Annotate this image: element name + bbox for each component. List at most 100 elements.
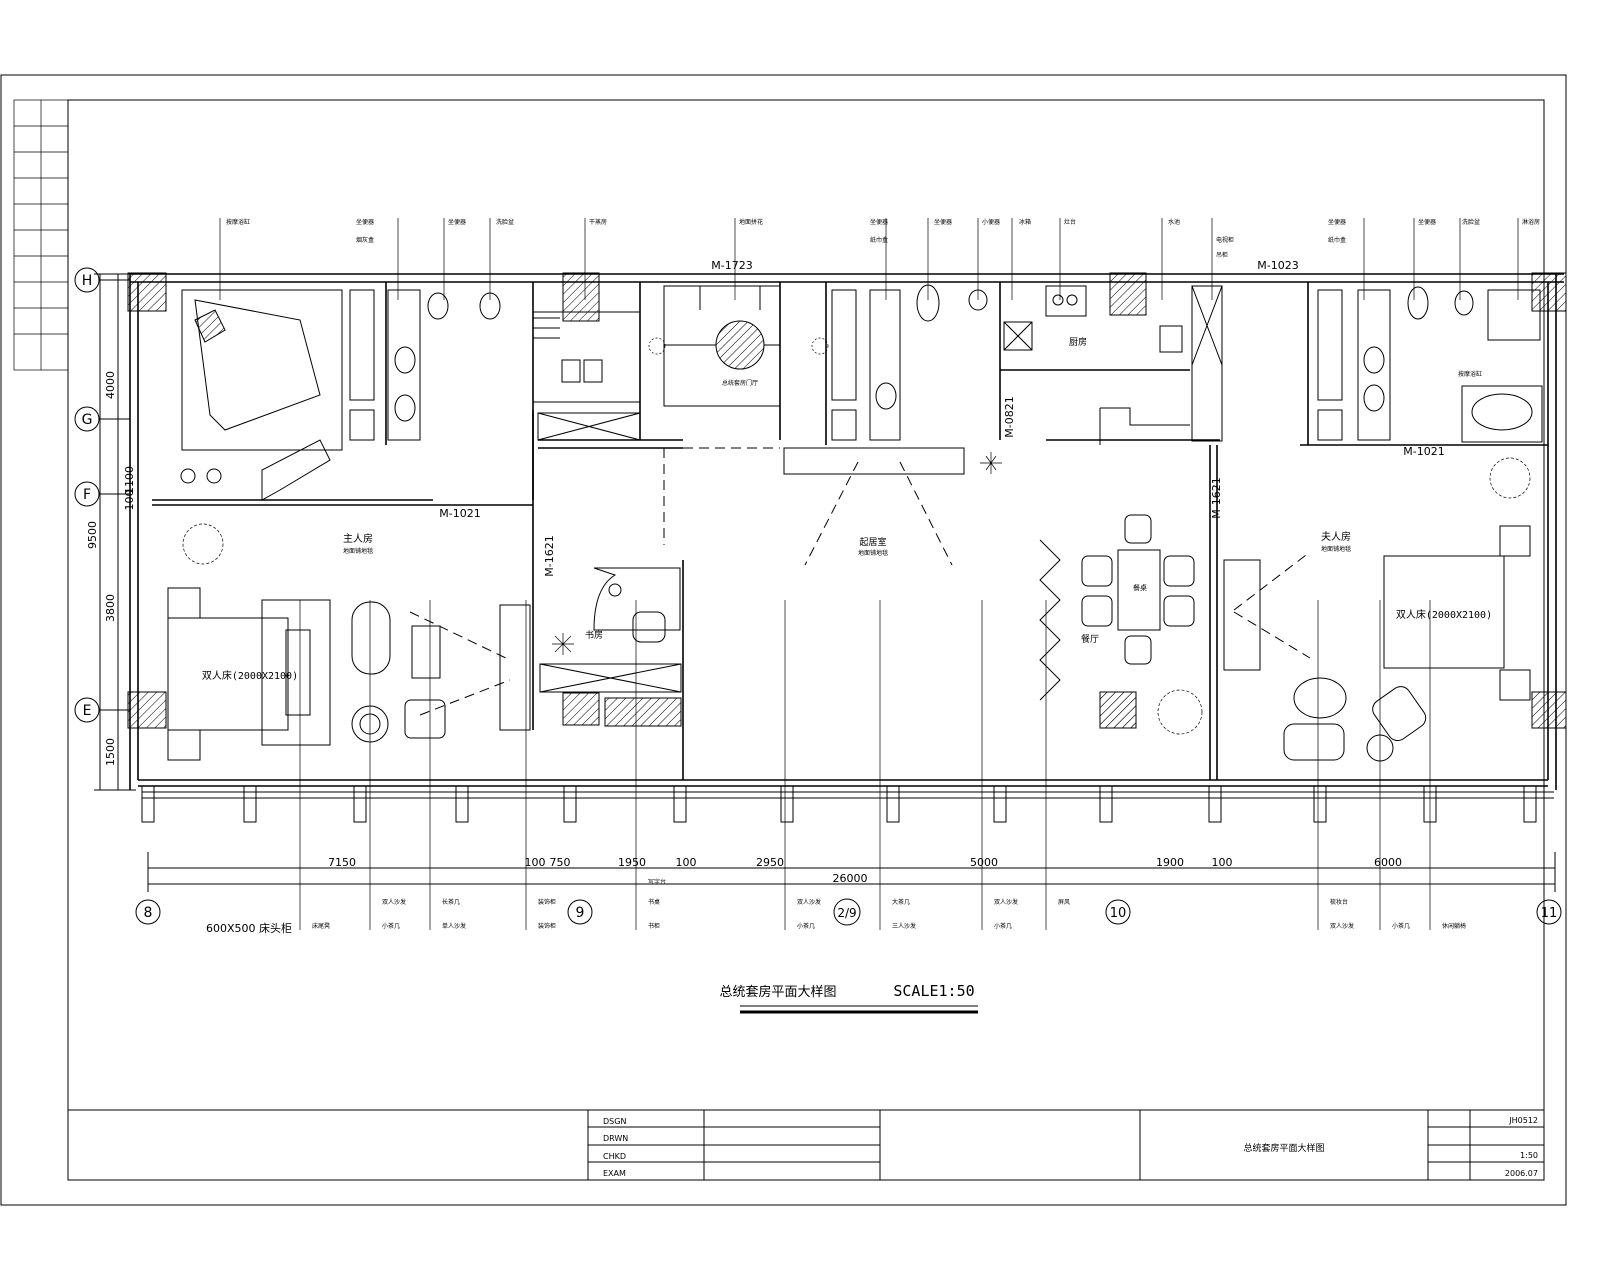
top-fixture-labels: 按摩浴缸坐便器洗脸盆干蒸房地面拼花坐便器小便器冰箱灶台水池坐便器洗脸盆淋浴房坐便… — [226, 218, 1540, 259]
dim-left: 9500 — [86, 521, 99, 549]
fixture-label: 纸巾盒 — [870, 236, 888, 244]
furniture-label: 小茶几 — [797, 922, 815, 930]
grid-row-label: E — [83, 703, 92, 719]
facade-fin — [780, 785, 794, 823]
fixture-label: 坐便器 — [356, 218, 374, 226]
fixture-label: 洗脸盆 — [496, 218, 514, 226]
facade-fin — [1523, 785, 1537, 823]
grid-col-label: 8 — [144, 905, 153, 921]
facade-fin — [1099, 785, 1113, 823]
dim-left: 3800 — [104, 594, 117, 622]
grid-col-9: 9 — [567, 899, 593, 925]
grid-col-label: 2/9 — [837, 906, 856, 920]
fixture-label: 小便器 — [982, 218, 1000, 226]
sight-lines — [409, 447, 1311, 716]
dim-left: 1100 — [123, 466, 136, 494]
grid-col-2-9: 2/9 — [833, 898, 861, 926]
structural-columns — [127, 272, 1567, 729]
facade-fin — [563, 785, 577, 823]
title-block-scale: 1:50 — [1520, 1151, 1538, 1160]
fixture-label: 冰箱 — [1019, 218, 1031, 226]
door-tag: M-1021 — [439, 507, 480, 520]
top-leader-lines — [219, 218, 1519, 300]
fixture-label: 坐便器 — [1328, 218, 1346, 226]
furniture-label: 小茶几 — [994, 922, 1012, 930]
facade-fin — [1208, 785, 1222, 823]
grid-col-10: 10 — [1105, 899, 1131, 925]
title-block-chkd: CHKD — [603, 1152, 626, 1161]
grid-row-h: H — [74, 267, 130, 293]
exterior-walls — [129, 273, 1564, 799]
grid-col-label: 10 — [1110, 906, 1127, 921]
interior-walls — [152, 282, 1548, 780]
furniture-label: 书柜 — [648, 922, 660, 930]
fixture-label: 淋浴房 — [1522, 218, 1540, 226]
grid-row-label: H — [82, 273, 93, 289]
grid-row-label: G — [82, 412, 93, 428]
dim-bottom: 6000 — [1374, 856, 1402, 869]
furniture-label: 双人沙发 — [1330, 922, 1354, 930]
furniture-label: 大茶几 — [892, 898, 910, 906]
facade-fin — [673, 785, 687, 823]
furniture-label: 休闲躺椅 — [1442, 922, 1466, 930]
bottom-leader-lines — [299, 600, 1431, 930]
dim-total: 26000 — [833, 872, 868, 885]
dim-bottom: 100 — [676, 856, 697, 869]
dim-bottom: 1900 — [1156, 856, 1184, 869]
furniture-label: 书桌 — [648, 898, 660, 906]
furniture-label: 三人沙发 — [892, 922, 916, 930]
furniture-label: 写字台 — [648, 878, 666, 886]
furniture-label: 小茶几 — [382, 922, 400, 930]
bottom-furniture-labels: 双人沙发小茶几长茶几单人沙发装饰柜装饰柜书桌书柜写字台双人沙发小茶几大茶几三人沙… — [312, 878, 1466, 930]
fixture-label: 按摩浴缸 — [226, 218, 250, 226]
room-study: 书房 — [585, 629, 603, 641]
dim-bottom: 7150 — [328, 856, 356, 869]
dim-bottom: 750 — [550, 856, 571, 869]
grid-col-8: 8 — [135, 899, 161, 925]
furniture-label: 梳妆台 — [1330, 898, 1348, 906]
title-block-dsgn: DSGN — [603, 1117, 626, 1126]
room-madam-floor: 地面铺地毯 — [1321, 545, 1351, 553]
door-tag: M-0821 — [1003, 396, 1016, 437]
dim-bottom: 5000 — [970, 856, 998, 869]
room-madam-bedroom: 夫人房 — [1321, 530, 1351, 543]
grid-col-11: 11 — [1536, 899, 1562, 925]
fixture-label: 烟灰盒 — [356, 236, 374, 244]
grid-row-label: F — [83, 487, 91, 503]
grid-row-f: F — [74, 481, 130, 507]
furniture-label: 小茶几 — [1392, 922, 1410, 930]
bath-right-label: 按摩浴缸 — [1458, 370, 1482, 378]
left-dimensions: 4000 1100 100 9500 3800 1500 — [86, 371, 136, 766]
room-dining: 餐厅 — [1081, 633, 1099, 645]
fixture-label: 坐便器 — [934, 218, 952, 226]
door-tag: M-1723 — [711, 259, 752, 272]
facade-fin — [353, 785, 367, 823]
title-block-number: JH0512 — [1508, 1116, 1538, 1125]
furniture-label: 长茶几 — [442, 898, 460, 906]
facade-fin — [1313, 785, 1327, 823]
fixture-label: 水池 — [1168, 218, 1180, 226]
room-living-floor: 地面铺地毯 — [858, 549, 888, 557]
furniture-label: 床尾凳 — [312, 922, 330, 930]
furniture-label: 双人沙发 — [797, 898, 821, 906]
facade-fin — [886, 785, 900, 823]
grid-row-e: E — [74, 697, 130, 723]
dim-bottom: 1950 — [618, 856, 646, 869]
furniture-label: 单人沙发 — [442, 922, 466, 930]
dimension-lines — [94, 273, 1556, 892]
sheet-border-outer — [0, 74, 1567, 1206]
bed-left-label: 双人床(2000X2100) — [202, 669, 298, 682]
furniture-label: 装饰柜 — [538, 922, 556, 930]
fixture-label: 纸巾盒 — [1328, 236, 1346, 244]
door-tag: M-1621 — [543, 535, 556, 576]
room-kitchen: 厨房 — [1069, 336, 1087, 348]
grid-row-g: G — [74, 406, 130, 432]
drawing-title: 总统套房平面大样图 — [719, 984, 836, 1000]
fixture-label: 洗脸盆 — [1462, 218, 1480, 226]
furniture-label: 双人沙发 — [382, 898, 406, 906]
door-tag: M-1023 — [1257, 259, 1298, 272]
facade-fins — [141, 785, 1537, 823]
sheet-border-inner — [67, 99, 1545, 1181]
facade-fin — [455, 785, 469, 823]
